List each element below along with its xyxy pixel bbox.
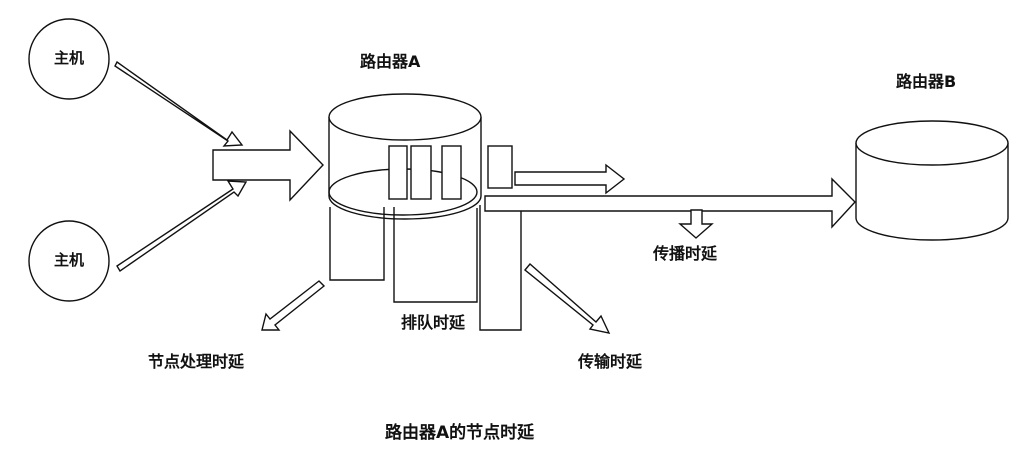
router-a-label: 路由器A [360, 52, 421, 71]
host-bottom-node [28, 220, 110, 302]
transmission-delay-label: 传输时延 [578, 352, 643, 371]
host-top-label: 主机 [54, 49, 85, 67]
host-top-node [28, 18, 110, 100]
router-a-top [328, 93, 482, 141]
router-a-entry-arrow [212, 129, 324, 202]
router-b-body [855, 143, 1009, 241]
host-bottom-arrow [116, 180, 248, 273]
processing-bracket [329, 207, 385, 281]
transmission-delay-arrow [524, 262, 611, 334]
router-b-label: 路由器B [896, 72, 957, 91]
host-top-arrow [114, 60, 244, 147]
diagram-caption: 路由器A的节点时延 [385, 423, 535, 443]
queue-slot-1 [388, 145, 408, 200]
transmit-out-arrow [514, 163, 626, 195]
processing-delay-arrow [261, 280, 326, 331]
transmission-bracket [479, 205, 522, 331]
propagation-delay-label: 传播时延 [653, 244, 718, 263]
processing-delay-label: 节点处理时延 [148, 352, 245, 371]
queuing-delay-label: 排队时延 [401, 313, 466, 332]
queuing-bracket [393, 207, 478, 303]
host-bottom-label: 主机 [54, 251, 85, 269]
router-b-top [855, 120, 1009, 166]
propagation-arrow [678, 209, 714, 239]
queue-slot-3 [441, 145, 462, 200]
link-arrow-a-to-b [484, 177, 856, 229]
transmit-slot [487, 145, 513, 189]
queue-slot-2 [410, 145, 432, 200]
